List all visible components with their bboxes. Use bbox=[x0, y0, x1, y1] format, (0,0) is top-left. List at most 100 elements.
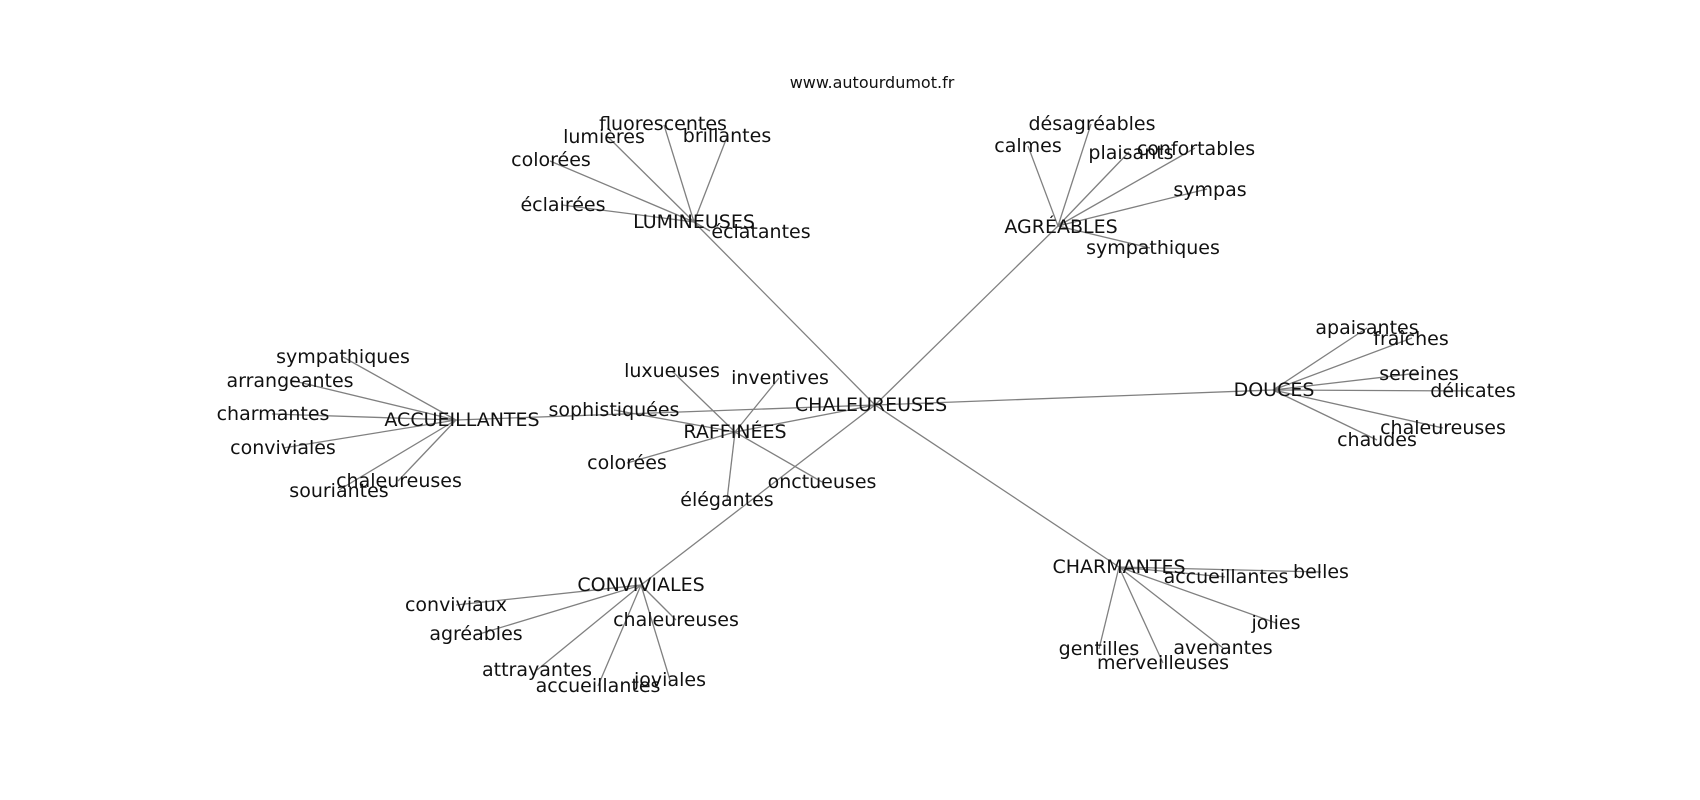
edge-raffinees-inventives bbox=[734, 377, 780, 433]
leaf-node-sophistiquees: sophistiquées bbox=[549, 399, 680, 421]
leaf-node-chaudes: chaudes bbox=[1337, 429, 1417, 451]
hub-node-charmantes: CHARMANTES bbox=[1052, 556, 1185, 578]
edge-charmantes-jolies bbox=[1118, 566, 1277, 624]
edge-lumineuses-colorees bbox=[549, 160, 695, 223]
edge-douces-chaudes bbox=[1272, 389, 1378, 441]
edge-accueillantes-charmantes bbox=[271, 413, 457, 421]
leaf-node-jolies: jolies bbox=[1250, 612, 1300, 634]
leaf-node-attrayantes: attrayantes bbox=[482, 659, 592, 681]
edge-agreables-calmes bbox=[1027, 145, 1059, 227]
edge-lumineuses-lumieres bbox=[605, 134, 695, 223]
hub-node-accueillantes: ACCUEILLANTES bbox=[384, 409, 539, 431]
edge-raffinees-onctueuses bbox=[734, 431, 823, 483]
edge-root-agreables bbox=[874, 225, 1059, 406]
hub-node-agreables: AGRÉABLES bbox=[1004, 215, 1117, 238]
edge-accueillantes-conviviales bbox=[282, 419, 457, 449]
graph-labels: CHALEUREUSES LUMINEUSES fluorescenteslumiè… bbox=[217, 113, 1516, 697]
edge-lumineuses-eclairees bbox=[561, 204, 695, 223]
hub-node-lumineuses: LUMINEUSES bbox=[633, 211, 755, 233]
edge-accueillantes-sympathiques bbox=[342, 356, 457, 421]
edge-conviviales-accueillantes bbox=[597, 584, 642, 687]
edge-agreables-sympathiques bbox=[1057, 225, 1151, 249]
hub-node-conviviales: CONVIVIALES bbox=[577, 574, 704, 596]
leaf-node-sympathiques: sympathiques bbox=[276, 346, 410, 368]
graph-edges bbox=[271, 123, 1474, 687]
leaf-node-onctueuses: onctueuses bbox=[768, 471, 877, 493]
edge-accueillantes-arrangeantes bbox=[289, 379, 457, 421]
hub-node-douces: DOUCES bbox=[1234, 379, 1315, 401]
leaf-node-fraiches: fraîches bbox=[1373, 328, 1449, 350]
leaf-node-charmantes: charmantes bbox=[217, 403, 330, 425]
leaf-node-joviales: joviales bbox=[633, 669, 706, 691]
edge-charmantes-gentilles bbox=[1098, 566, 1120, 650]
leaf-node-apaisantes: apaisantes bbox=[1315, 317, 1418, 339]
leaf-node-brillantes: brillantes bbox=[683, 125, 771, 147]
leaf-node-elegantes: élégantes bbox=[680, 489, 773, 511]
edge-conviviales-joviales bbox=[640, 584, 671, 681]
edge-douces-chaleureuses bbox=[1272, 389, 1444, 429]
leaf-node-accueillantes: accueillantes bbox=[536, 675, 661, 697]
leaf-node-avenantes: avenantes bbox=[1173, 637, 1272, 659]
leaf-node-chaleureuses: chaleureuses bbox=[1380, 417, 1506, 439]
leaf-node-agreables: agréables bbox=[429, 623, 522, 645]
edge-root-charmantes bbox=[874, 404, 1120, 568]
leaf-node-sereines: sereines bbox=[1379, 363, 1459, 385]
leaf-node-conviviales: conviviales bbox=[230, 437, 336, 459]
leaf-node-desagreables: désagréables bbox=[1028, 113, 1155, 135]
edge-lumineuses-eclatantes bbox=[693, 221, 711, 232]
leaf-node-merveilleuses: merveilleuses bbox=[1097, 652, 1229, 674]
source-url: www.autourdumot.fr bbox=[790, 73, 955, 92]
edge-agreables-sympas bbox=[1057, 188, 1208, 227]
edge-douces-fraiches bbox=[1272, 337, 1413, 391]
edge-accueillantes-souriantes bbox=[338, 419, 457, 491]
leaf-node-calmes: calmes bbox=[994, 135, 1061, 157]
leaf-node-accueillantes: accueillantes bbox=[1164, 566, 1289, 588]
leaf-node-sympas: sympas bbox=[1173, 179, 1246, 201]
edge-root-lumineuses bbox=[693, 221, 876, 406]
leaf-node-confortables: confortables bbox=[1137, 138, 1255, 160]
leaf-node-colorees: colorées bbox=[511, 149, 591, 171]
edge-raffinees-colorees bbox=[626, 431, 736, 464]
leaf-node-eclatantes: éclatantes bbox=[711, 221, 810, 243]
leaf-node-inventives: inventives bbox=[731, 367, 829, 389]
leaf-node-belles: belles bbox=[1293, 561, 1349, 583]
edge-raffinees-luxueuses bbox=[671, 370, 736, 433]
edge-lumineuses-fluorescentes bbox=[663, 124, 695, 223]
hub-node-raffinees: RAFFINÉES bbox=[683, 420, 786, 443]
edge-root-raffinees bbox=[734, 404, 876, 433]
edge-charmantes-merveilleuses bbox=[1118, 566, 1164, 664]
edge-conviviales-agreables bbox=[475, 584, 642, 636]
leaf-node-lumieres: lumières bbox=[563, 126, 645, 148]
edge-conviviales-conviviaux bbox=[455, 584, 642, 606]
edge-charmantes-belles bbox=[1118, 566, 1322, 573]
leaf-node-souriantes: souriantes bbox=[289, 480, 388, 502]
edge-charmantes-avenantes bbox=[1118, 566, 1224, 649]
edge-lumineuses-brillantes bbox=[693, 136, 728, 223]
leaf-node-eclairees: éclairées bbox=[520, 194, 605, 216]
edge-root-douces bbox=[874, 389, 1274, 406]
leaf-node-chaleureuses: chaleureuses bbox=[613, 609, 739, 631]
leaf-node-plaisants: plaisants bbox=[1088, 142, 1173, 164]
edge-conviviales-chaleureuses bbox=[640, 584, 677, 621]
root-node-label: CHALEUREUSES bbox=[795, 394, 947, 416]
edge-conviviales-attrayantes bbox=[536, 584, 642, 671]
edge-raffinees-elegantes bbox=[726, 431, 736, 501]
edge-root-accueillantes bbox=[455, 404, 876, 421]
edge-accueillantes-chaleureuses bbox=[397, 419, 457, 482]
leaf-node-fluorescentes: fluorescentes bbox=[599, 113, 727, 135]
leaf-node-gentilles: gentilles bbox=[1059, 638, 1140, 660]
edge-root-conviviales bbox=[640, 404, 876, 586]
leaf-node-delicates: délicates bbox=[1430, 380, 1515, 402]
edge-agreables-desagreables bbox=[1057, 123, 1092, 227]
leaf-node-chaleureuses: chaleureuses bbox=[336, 470, 462, 492]
leaf-node-luxueuses: luxueuses bbox=[624, 360, 720, 382]
leaf-node-sympathiques: sympathiques bbox=[1086, 237, 1220, 259]
edge-douces-apaisantes bbox=[1272, 327, 1368, 391]
leaf-node-arrangeantes: arrangeantes bbox=[226, 370, 353, 392]
leaf-node-conviviaux: conviviaux bbox=[405, 594, 507, 616]
edge-agreables-confortables bbox=[1057, 147, 1196, 227]
leaf-node-colorees: colorées bbox=[587, 452, 667, 474]
edge-charmantes-accueillantes bbox=[1118, 566, 1226, 578]
edge-douces-sereines bbox=[1272, 372, 1420, 391]
